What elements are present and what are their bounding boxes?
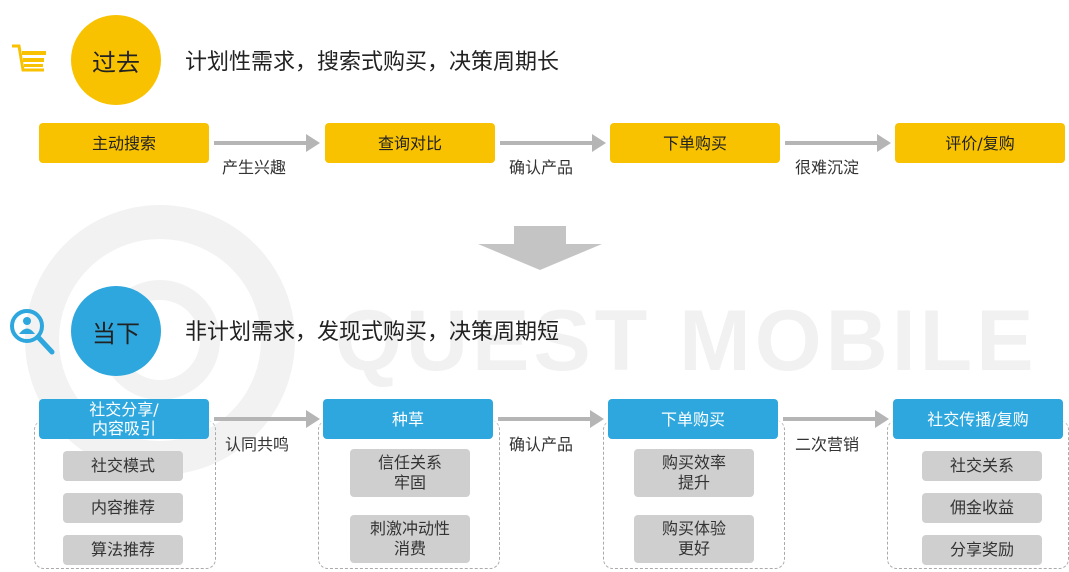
- present-step-2: 种草: [323, 399, 493, 439]
- past-step-4: 评价/复购: [895, 123, 1065, 163]
- chip-purchase-experience: 购买体验 更好: [634, 515, 754, 563]
- past-circle-label: 过去: [92, 48, 140, 77]
- chip-purchase-experience-label: 购买体验 更好: [661, 519, 726, 558]
- down-arrow-icon: [478, 226, 602, 270]
- present-arrow-label-2: 确认产品: [509, 435, 574, 454]
- present-step-1-label: 社交分享/ 内容吸引: [89, 400, 159, 438]
- past-step-2: 查询对比: [325, 123, 495, 163]
- present-arrow-3: [783, 410, 889, 428]
- chip-purchase-efficiency: 购买效率 提升: [634, 449, 754, 497]
- shopping-cart-icon: [12, 44, 46, 72]
- present-arrow-1: [214, 410, 320, 428]
- past-arrow-label-1: 产生兴趣: [222, 158, 287, 177]
- past-arrow-label-2: 确认产品: [509, 158, 574, 177]
- present-step-1: 社交分享/ 内容吸引: [39, 399, 209, 439]
- past-step-1: 主动搜索: [39, 123, 209, 163]
- watermark-text: QUEST MOBILE: [335, 293, 1038, 389]
- present-group-1: [34, 420, 216, 569]
- chip-algorithm-recommend: 算法推荐: [63, 535, 183, 565]
- chip-content-recommend: 内容推荐: [63, 493, 183, 523]
- present-circle-label: 当下: [92, 319, 140, 348]
- chip-commission: 佣金收益: [922, 493, 1042, 523]
- past-arrow-3: [785, 134, 891, 152]
- present-step-3: 下单购买: [608, 399, 778, 439]
- past-arrow-2: [500, 134, 606, 152]
- present-circle: 当下: [71, 286, 161, 376]
- present-arrow-label-3: 二次营销: [795, 435, 860, 454]
- chip-impulse-consume: 刺激冲动性 消费: [350, 515, 470, 563]
- present-headline: 非计划需求，发现式购买，决策周期短: [185, 320, 560, 345]
- present-group-3: [603, 420, 785, 569]
- chip-impulse-consume-label: 刺激冲动性 消费: [369, 519, 450, 558]
- past-circle: 过去: [71, 15, 161, 105]
- chip-trust-relation-label: 信任关系 牢固: [377, 453, 442, 492]
- past-headline: 计划性需求，搜索式购买，决策周期长: [185, 50, 560, 75]
- present-step-4: 社交传播/复购: [893, 399, 1063, 439]
- past-arrow-label-3: 很难沉淀: [795, 158, 860, 177]
- past-arrow-1: [214, 134, 320, 152]
- chip-social-relation: 社交关系: [922, 451, 1042, 481]
- chip-social-mode: 社交模式: [63, 451, 183, 481]
- chip-purchase-efficiency-label: 购买效率 提升: [661, 453, 726, 492]
- present-arrow-label-1: 认同共鸣: [225, 435, 290, 454]
- chip-share-reward: 分享奖励: [922, 535, 1042, 565]
- present-group-2: [318, 420, 500, 569]
- past-step-3: 下单购买: [610, 123, 780, 163]
- magnifier-person-icon: [10, 309, 55, 355]
- present-arrow-2: [498, 410, 604, 428]
- chip-trust-relation: 信任关系 牢固: [350, 449, 470, 497]
